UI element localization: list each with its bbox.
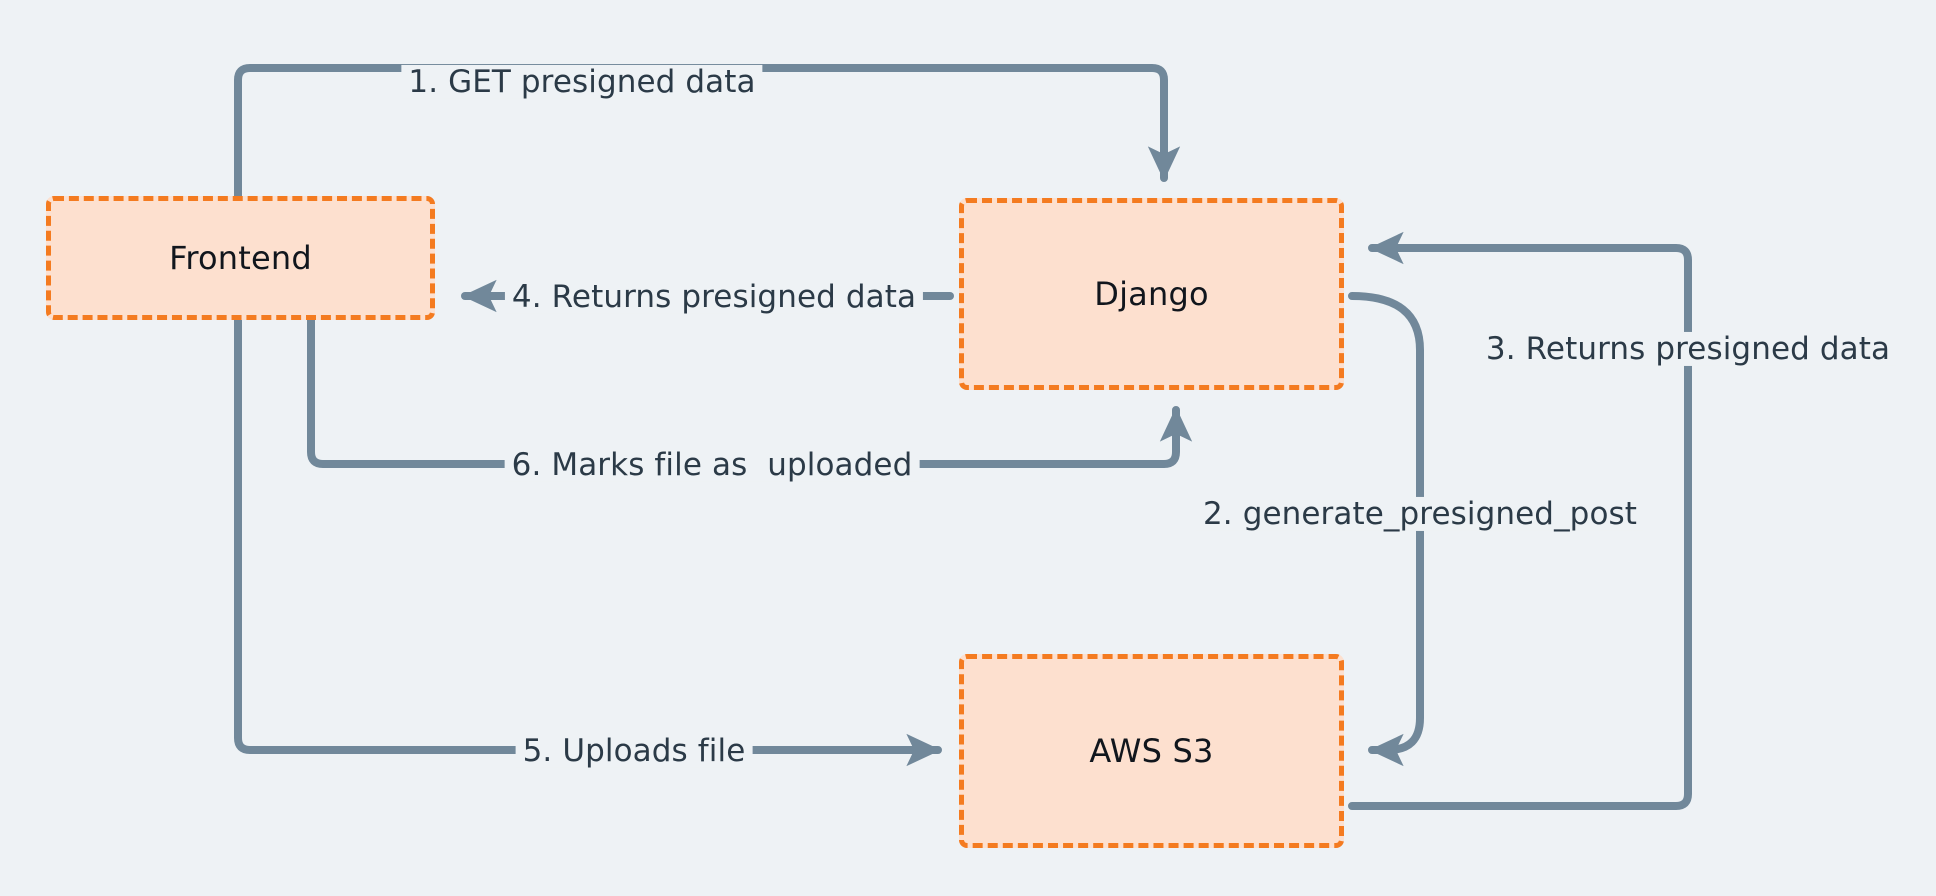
edge-label-3: 3. Returns presigned data	[1478, 332, 1898, 366]
node-aws-s3-label: AWS S3	[1089, 732, 1214, 770]
node-frontend-label: Frontend	[169, 239, 312, 277]
edge-label-2: 2. generate_presigned_post	[1195, 497, 1645, 531]
edge-path-5	[234, 316, 942, 767]
edge-label-5: 5. Uploads file	[515, 734, 753, 768]
edge-path-3	[1348, 231, 1692, 810]
edge-label-1: 1. GET presigned data	[401, 65, 763, 99]
edge-label-4: 4. Returns presigned data	[504, 280, 924, 314]
node-django[interactable]: Django	[959, 198, 1344, 390]
node-aws-s3[interactable]: AWS S3	[959, 654, 1344, 848]
node-frontend[interactable]: Frontend	[46, 196, 435, 320]
edge-path-2	[1348, 292, 1424, 767]
node-django-label: Django	[1094, 275, 1209, 313]
edge-label-6: 6. Marks file as uploaded	[504, 448, 920, 482]
